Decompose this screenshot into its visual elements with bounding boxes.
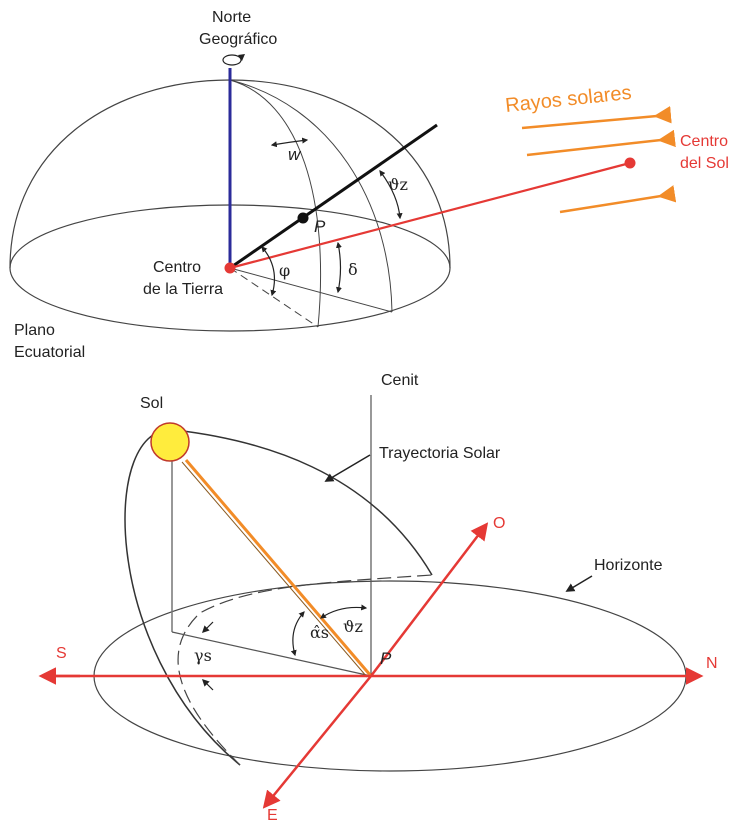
plane-radius — [229, 267, 319, 328]
declination-angle-arc — [335, 241, 342, 294]
sun-center-dot — [624, 157, 636, 169]
altitude-label: α̂s — [310, 623, 329, 642]
latitude-angle-arc — [261, 246, 277, 297]
meridian-line — [229, 79, 322, 328]
sun-ray-arrow — [526, 129, 676, 157]
north-label-line2: Geográfico — [199, 31, 277, 48]
rotation-arrow-icon — [238, 54, 245, 61]
sun-to-observer-shadow — [181, 461, 368, 678]
sun-direction-line — [229, 161, 631, 270]
solar-path-pointer — [324, 454, 371, 482]
sun-ray-arrow — [521, 106, 672, 130]
observer-direction-line — [229, 123, 438, 270]
azimuth-label: γs — [194, 646, 212, 665]
plane-label-line1: Plano — [14, 322, 55, 339]
solar-path-hidden — [177, 574, 433, 766]
sun-ray-arrow — [559, 185, 677, 214]
north-label-line1: Norte — [212, 9, 251, 26]
east-west-axis — [370, 522, 489, 677]
rotation-icon — [222, 54, 242, 66]
sun-to-observer-line — [184, 459, 373, 677]
plane-label-line2: Ecuatorial — [14, 344, 85, 361]
south-label: S — [56, 645, 67, 662]
point-p-label: P — [314, 217, 326, 236]
horizon-pointer — [565, 575, 593, 592]
zenith-angle-label: ϑz — [343, 617, 363, 636]
solar-path-label: Trayectoria Solar — [379, 445, 501, 462]
east-label: E — [267, 807, 278, 824]
east-arrow — [262, 675, 372, 809]
horizon-system-diagram: Sol Cenit Trayectoria Solar Horizonte S … — [38, 372, 718, 824]
north-label: N — [706, 655, 718, 672]
plane-radius — [229, 267, 393, 313]
sun-horizontal-projection — [171, 631, 372, 677]
zenith-angle-label: ϑz — [388, 175, 408, 194]
azimuth-arrow-bottom — [201, 678, 214, 691]
point-p-label: P — [380, 649, 392, 668]
sun-label: Sol — [140, 395, 163, 412]
sun-disc — [150, 422, 190, 462]
zenith-angle-arc — [379, 170, 403, 220]
latitude-label: φ — [279, 261, 290, 280]
earth-center-label-line1: Centro — [153, 259, 201, 276]
west-label: O — [493, 515, 505, 532]
zenith-label: Cenit — [381, 372, 419, 389]
earth-center-label-line2: de la Tierra — [143, 281, 223, 298]
azimuth-arrow-top — [201, 621, 214, 634]
sun-center-label-line1: Centro — [680, 133, 728, 150]
omega-label: w — [288, 145, 302, 164]
sun-center-label-line2: del Sol — [680, 155, 729, 172]
point-p-dot — [297, 212, 309, 224]
horizon-label: Horizonte — [594, 557, 663, 574]
sun-rays-label: Rayos solares — [504, 82, 632, 117]
omega-angle-arc — [270, 137, 309, 148]
earth-center-dot — [224, 262, 236, 274]
meridian-line — [229, 79, 393, 313]
earth-hemisphere-diagram: Norte Geográfico Centro de la Tierra Pla… — [9, 9, 729, 361]
zenith-angle-arc — [320, 604, 368, 619]
altitude-angle-arc — [290, 611, 305, 657]
solar-path-arc — [124, 429, 433, 766]
declination-label: δ — [348, 260, 358, 279]
